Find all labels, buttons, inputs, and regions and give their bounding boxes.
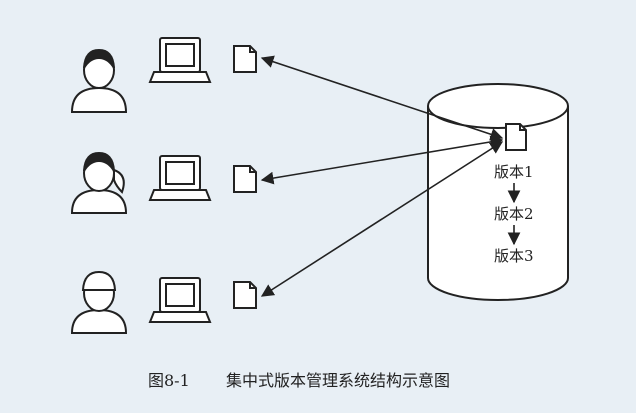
document-icon <box>233 165 257 193</box>
version-label-1: 版本1 <box>494 163 534 181</box>
document-icon <box>233 45 257 73</box>
user-cap-icon <box>70 270 128 334</box>
version-label-3: 版本3 <box>494 247 534 265</box>
repository-document-icon <box>505 123 527 151</box>
document-icon <box>233 281 257 309</box>
user-short-hair-icon <box>70 48 128 113</box>
laptop-icon <box>148 155 212 201</box>
sync-arrow-user-3 <box>260 141 504 297</box>
figure-caption-text: 集中式版本管理系统结构示意图 <box>226 371 450 390</box>
laptop-icon <box>148 277 212 323</box>
user-row-2 <box>70 151 257 214</box>
version-label-2: 版本2 <box>494 205 534 223</box>
central-repository-cylinder <box>427 83 569 301</box>
figure-caption-number: 图8-1 <box>148 371 190 390</box>
sync-arrow-user-1 <box>260 55 504 141</box>
user-row-3 <box>70 270 257 334</box>
laptop-icon <box>148 37 212 83</box>
user-row-1 <box>70 37 257 113</box>
user-ponytail-icon <box>70 151 128 214</box>
